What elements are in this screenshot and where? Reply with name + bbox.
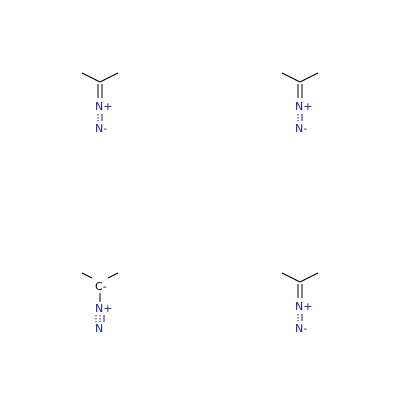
atom-c-minus-label: C- bbox=[95, 280, 107, 293]
methyl-bond-left bbox=[81, 72, 101, 83]
atom-n-plus-label: N+ bbox=[95, 302, 112, 315]
methyl-bond-left bbox=[281, 272, 301, 283]
atom-n-plus-label: N+ bbox=[95, 100, 112, 113]
atom-n-minus-label: N- bbox=[295, 122, 307, 135]
atom-n-plus-label: N+ bbox=[295, 300, 312, 313]
atom-n-label: N bbox=[95, 322, 103, 335]
methyl-bond-right bbox=[107, 272, 119, 279]
molecule-structure-3: C- N+ N bbox=[81, 272, 119, 335]
methyl-bond-left bbox=[281, 72, 301, 83]
atom-n-plus-label: N+ bbox=[295, 100, 312, 113]
methyl-bond-left bbox=[81, 272, 93, 279]
molecule-structure-1: N+ N- bbox=[81, 72, 119, 135]
atom-n-minus-label: N- bbox=[95, 122, 107, 135]
atom-n-minus-label: N- bbox=[295, 322, 307, 335]
molecule-structure-2: N+ N- bbox=[281, 72, 319, 135]
molecule-structure-4: N+ N- bbox=[281, 272, 319, 335]
methyl-bond-right bbox=[99, 72, 119, 83]
methyl-bond-right bbox=[299, 72, 319, 83]
methyl-bond-right bbox=[299, 272, 319, 283]
